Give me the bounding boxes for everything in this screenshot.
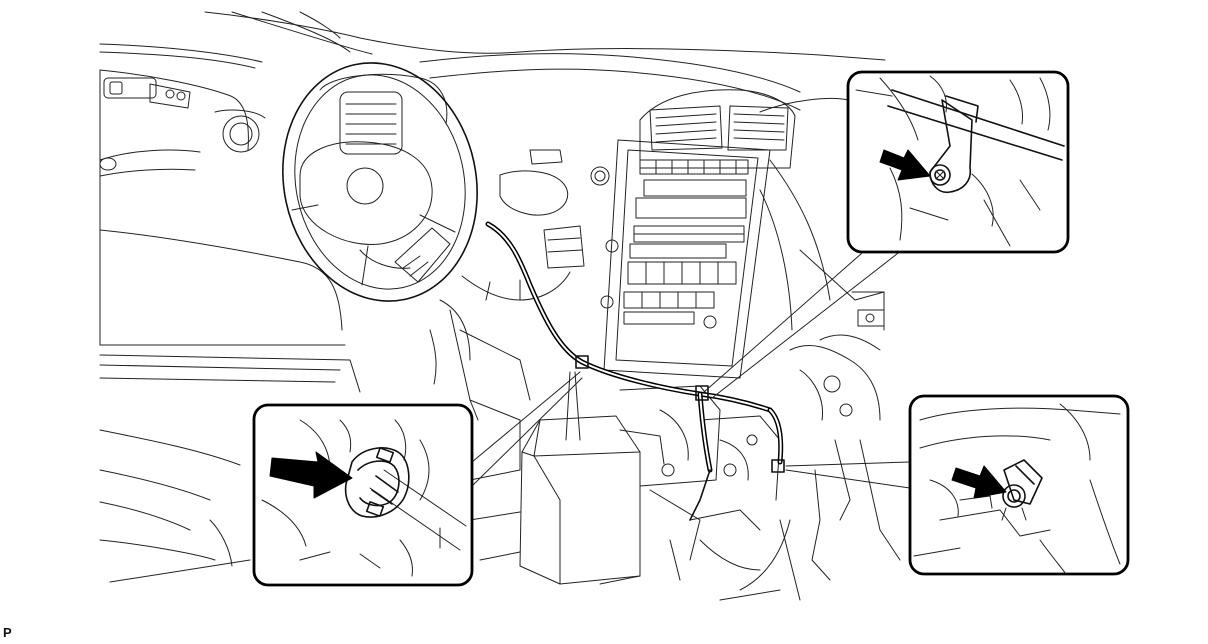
page-code-label: P	[3, 625, 12, 640]
arrow-icon	[269, 451, 353, 499]
harness-clamp-detail	[252, 403, 474, 587]
callout-leaders	[471, 245, 911, 489]
dashboard-line-art	[99, 11, 901, 601]
bracket-bolt-detail	[846, 70, 1070, 254]
arrow-icon	[879, 149, 931, 181]
ground-nut-detail	[908, 394, 1130, 576]
wire-harness	[485, 221, 785, 521]
arrow-icon	[951, 465, 1007, 499]
